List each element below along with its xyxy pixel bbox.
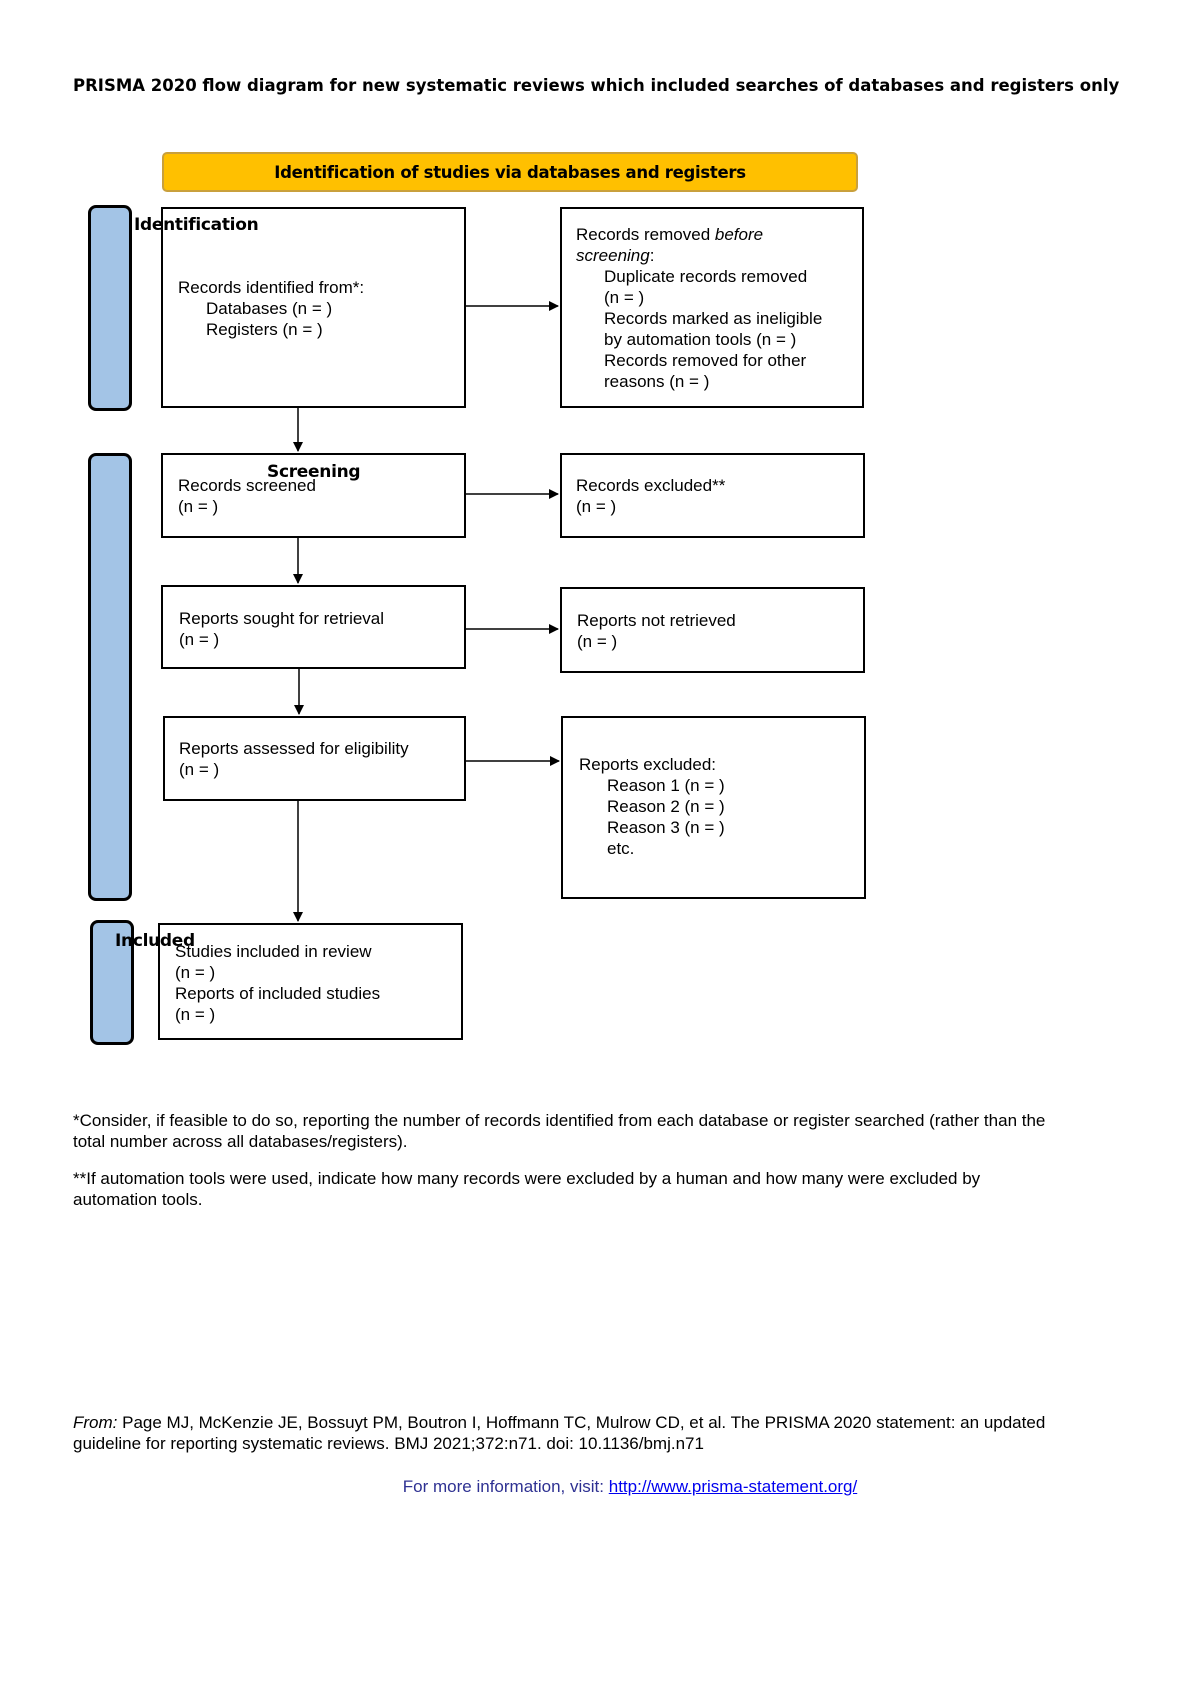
records-excluded-count: (n = ) — [576, 497, 617, 516]
footnote-2: **If automation tools were used, indicat… — [73, 1168, 1173, 1210]
records-removed-label: Records removed — [576, 225, 715, 244]
citation: From: Page MJ, McKenzie JE, Bossuyt PM, … — [73, 1412, 1183, 1454]
phase-bar-included — [90, 920, 134, 1045]
phase-label-screening: Screening — [267, 462, 361, 482]
screening-colon: : — [649, 246, 655, 265]
before-emphasis: before — [714, 225, 764, 244]
reports-not-retrieved-box: Reports not retrieved (n = ) — [560, 587, 865, 673]
page-title: PRISMA 2020 flow diagram for new systema… — [73, 76, 1120, 95]
ineligible-records-label: Records marked as ineligible — [604, 309, 823, 328]
reason-etc: etc. — [607, 839, 635, 858]
footnote-1: *Consider, if feasible to do so, reporti… — [73, 1110, 1173, 1152]
footnote-2-line-1: **If automation tools were used, indicat… — [73, 1169, 981, 1188]
footnote-1-line-2: total number across all databases/regist… — [73, 1132, 408, 1151]
records-screened-label: Records screened — [178, 476, 316, 495]
studies-included-box: Studies included in review (n = ) Report… — [158, 923, 463, 1040]
reports-sought-count: (n = ) — [179, 630, 220, 649]
reports-assessed-box: Reports assessed for eligibility (n = ) — [163, 716, 466, 801]
reports-sought-label: Reports sought for retrieval — [179, 609, 385, 628]
other-removed-count: reasons (n = ) — [604, 372, 710, 391]
records-identified-box: Records identified from*: Databases (n =… — [161, 207, 466, 408]
identification-header: Identification of studies via databases … — [162, 152, 858, 192]
reports-not-retrieved-count: (n = ) — [577, 632, 618, 651]
citation-line-2: guideline for reporting systematic revie… — [73, 1434, 704, 1453]
phase-label-included: Included — [115, 931, 195, 951]
citation-line-1: Page MJ, McKenzie JE, Bossuyt PM, Boutro… — [117, 1413, 1046, 1432]
records-removed-box: Records removed before screening: Duplic… — [560, 207, 864, 408]
records-excluded-label: Records excluded** — [576, 476, 726, 495]
reports-sought-box: Reports sought for retrieval (n = ) — [161, 585, 466, 669]
more-info: For more information, visit: http://www.… — [0, 1476, 1200, 1497]
databases-count: Databases (n = ) — [206, 299, 333, 318]
records-identified-label: Records identified from*: — [178, 278, 365, 297]
reason-3: Reason 3 (n = ) — [607, 818, 725, 837]
phase-bar-identification — [88, 205, 132, 411]
phase-label-identification: Identification — [134, 215, 259, 235]
reports-excluded-label: Reports excluded: — [579, 755, 717, 774]
registers-count: Registers (n = ) — [206, 320, 323, 339]
screening-emphasis: screening — [576, 246, 650, 265]
ineligible-records-count: by automation tools (n = ) — [604, 330, 797, 349]
identification-header-label: Identification of studies via databases … — [274, 162, 746, 182]
records-screened-count: (n = ) — [178, 497, 219, 516]
studies-included-label: Studies included in review — [175, 942, 372, 961]
records-excluded-box: Records excluded** (n = ) — [560, 453, 865, 538]
duplicate-records-label: Duplicate records removed — [604, 267, 808, 286]
prisma-website-link[interactable]: http://www.prisma-statement.org/ — [608, 1477, 858, 1496]
other-removed-label: Records removed for other — [604, 351, 807, 370]
reports-assessed-count: (n = ) — [179, 760, 220, 779]
phase-bar-screening — [88, 453, 132, 901]
reports-included-count: (n = ) — [175, 1005, 216, 1024]
footnote-1-line-1: *Consider, if feasible to do so, reporti… — [73, 1111, 1046, 1130]
more-info-label: For more information, visit: — [402, 1477, 609, 1496]
footnote-2-line-2: automation tools. — [73, 1190, 203, 1209]
reason-2: Reason 2 (n = ) — [607, 797, 725, 816]
reports-included-label: Reports of included studies — [175, 984, 381, 1003]
citation-from-label: From: — [73, 1413, 118, 1432]
studies-included-count: (n = ) — [175, 963, 216, 982]
reports-not-retrieved-label: Reports not retrieved — [577, 611, 736, 630]
records-screened-box: Records screened (n = ) — [161, 453, 466, 538]
reports-assessed-label: Reports assessed for eligibility — [179, 739, 409, 758]
duplicate-records-count: (n = ) — [604, 288, 645, 307]
reason-1: Reason 1 (n = ) — [607, 776, 725, 795]
reports-excluded-box: Reports excluded: Reason 1 (n = ) Reason… — [561, 716, 866, 899]
